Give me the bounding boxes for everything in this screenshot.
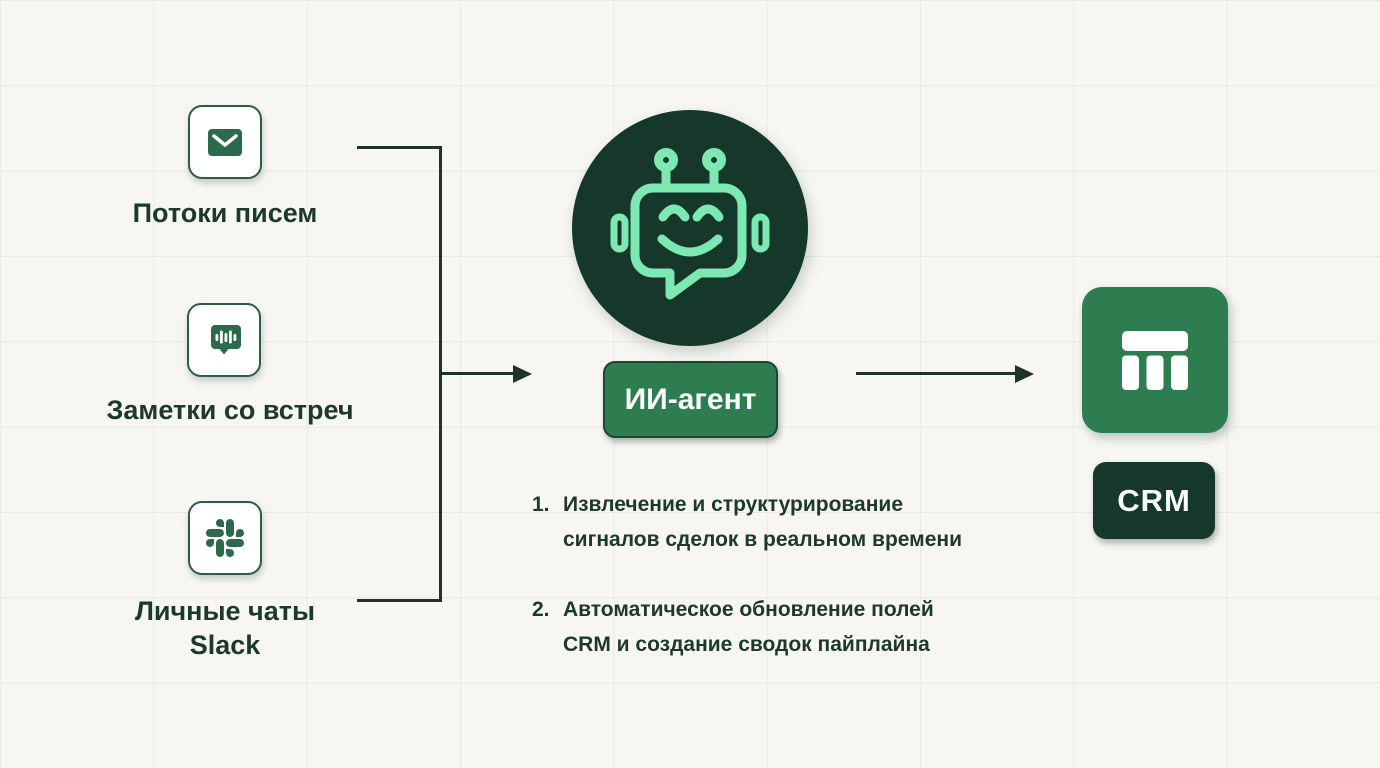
crm-badge-label: CRM (1117, 482, 1191, 518)
arrow-to-crm-line (856, 372, 1016, 375)
arrow-to-agent-head (513, 364, 532, 383)
capability-text-2-line1: Автоматическое обновление полей (563, 598, 934, 621)
capability-number-1: 1. (532, 493, 550, 516)
meeting-notes-icon (211, 325, 241, 355)
source-slack-label-line1: Личные чаты (134, 596, 316, 626)
connector-vertical-line (439, 146, 442, 602)
capability-text-1-line1: Извлечение и структурирование (563, 493, 903, 516)
capability-text-2-line2: CRM и создание сводок пайплайна (563, 633, 930, 656)
mail-icon (208, 129, 242, 156)
slack-icon (206, 519, 244, 557)
crm-badge: CRM (1093, 462, 1215, 539)
connector-bottom-line (357, 599, 441, 602)
capability-item-2: 2. Автоматическое обновление полей CRM и… (532, 592, 934, 662)
capability-text-2: Автоматическое обновление полей CRM и со… (563, 592, 934, 662)
arrow-to-crm-head (1015, 364, 1034, 383)
ai-agent-avatar (572, 110, 808, 346)
capability-text-1-line2: сигналов сделок в реальном времени (563, 528, 962, 551)
capability-text-1: Извлечение и структурирование сигналов с… (563, 487, 962, 557)
crm-app-tile (1082, 287, 1228, 433)
capability-number-2: 2. (532, 598, 550, 621)
source-slack-card (188, 501, 262, 575)
source-meeting-notes-card (187, 303, 261, 377)
ai-agent-badge-label: ИИ-агент (624, 382, 757, 416)
connector-top-line (357, 146, 441, 149)
robot-icon (572, 110, 808, 346)
capability-item-1: 1. Извлечение и структурирование сигнало… (532, 487, 962, 557)
source-email-card (188, 105, 262, 179)
source-slack-label-line2: Slack (189, 630, 261, 660)
source-meeting-notes-label: Заметки со встреч (106, 395, 354, 425)
ai-agent-badge: ИИ-агент (603, 361, 778, 438)
source-slack-label: Личные чаты Slack (115, 594, 335, 662)
arrow-to-agent-line (441, 372, 515, 375)
source-email-label: Потоки писем (132, 198, 318, 228)
crm-table-icon (1122, 330, 1188, 390)
